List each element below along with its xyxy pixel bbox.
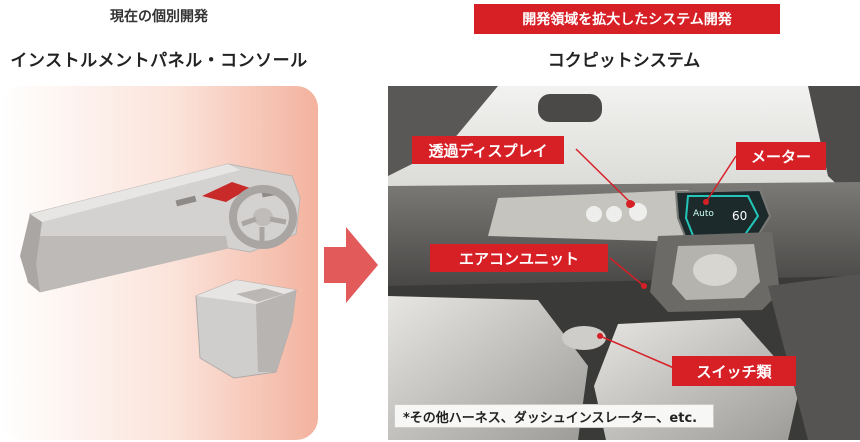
meter-speed-readout: 60 (732, 209, 747, 223)
instrument-panel-title: インストルメントパネル・コンソール (10, 51, 308, 71)
right-arrow-icon (322, 225, 380, 309)
instrument-panel-illustration (20, 163, 301, 379)
switches-label: スイッチ類 (672, 356, 796, 386)
current-development-heading: 現在の個別開発 (110, 9, 208, 25)
expanded-development-badge: 開発領域を拡大したシステム開発 (474, 4, 780, 34)
footnote: *その他ハーネス、ダッシュインスレーター、etc. (394, 404, 714, 428)
meter-label: メーター (736, 142, 826, 170)
transparent-display-label: 透過ディスプレイ (412, 136, 564, 164)
meter-mode-readout: Auto (693, 209, 714, 219)
aircon-unit-label: エアコンユニット (430, 244, 608, 272)
individual-parts-panel (0, 86, 318, 440)
cockpit-system-title: コクピットシステム (547, 51, 701, 71)
